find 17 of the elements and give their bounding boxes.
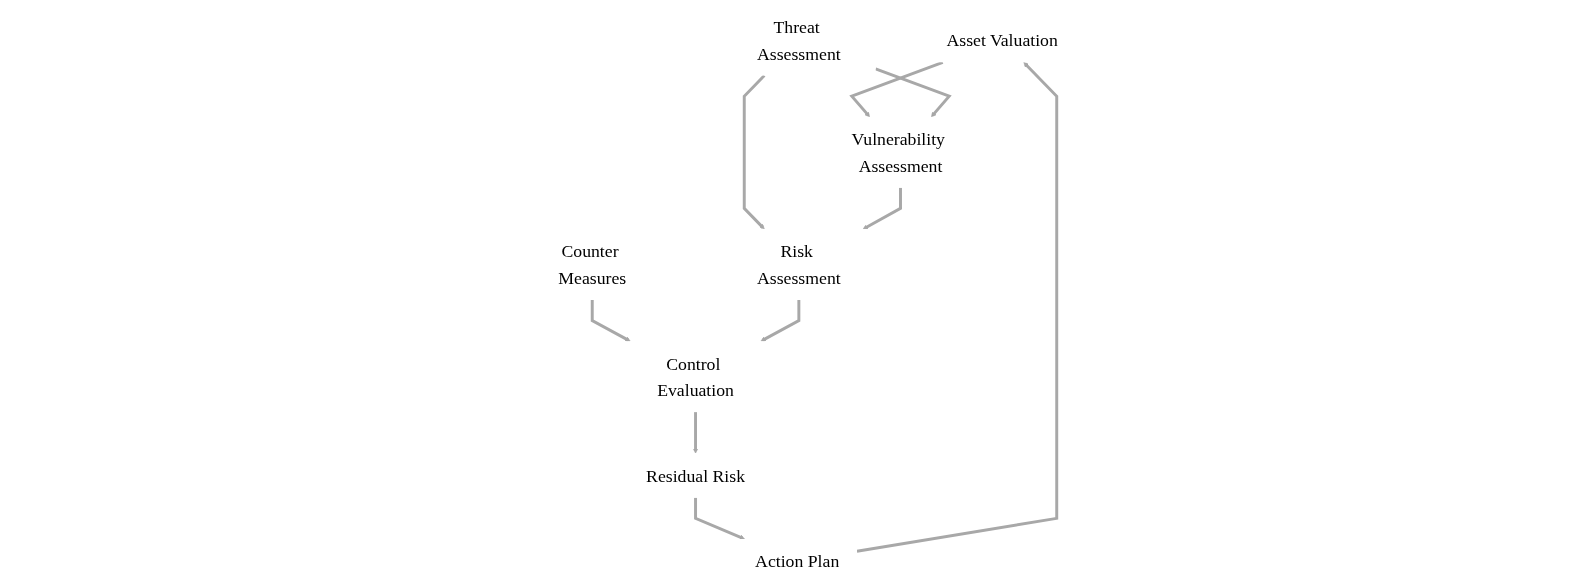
node-text: Counter Measures (558, 241, 627, 288)
node-text: Risk Assessment (757, 241, 841, 288)
arrow (849, 60, 944, 118)
node-text: Action Plan (755, 551, 840, 571)
arrow (692, 412, 699, 454)
node-text: Residual Risk (646, 465, 745, 486)
arrow (856, 62, 1059, 553)
node-text: Control Evaluation (657, 353, 734, 400)
node-text: Asset Valuation (946, 30, 1058, 50)
arrow (862, 187, 902, 230)
arrow (875, 67, 952, 118)
arrow (590, 299, 631, 342)
arrow (760, 299, 801, 342)
arrow (694, 497, 745, 540)
arrow (742, 74, 766, 230)
node-text: Vulnerability Assessment (851, 129, 945, 176)
node-text: Threat Assessment (757, 17, 841, 64)
